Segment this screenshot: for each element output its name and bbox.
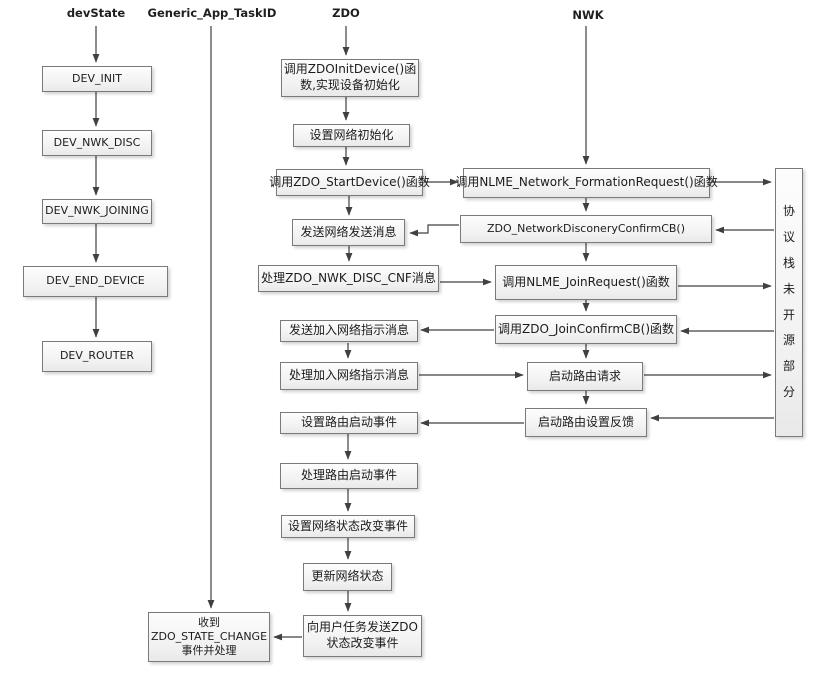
node-dev-nwk-disc: DEV_NWK_DISC — [42, 130, 152, 156]
node-set-router-start-event: 设置路由启动事件 — [280, 412, 418, 434]
lifeline-generic-app-taskid: Generic_App_TaskID — [147, 6, 277, 20]
note-protocol-stack-closed-source: 协 议 栈 未 开 源 部 分 — [775, 168, 803, 437]
node-send-zdo-state-change: 向用户任务发送ZDO 状态改变事件 — [303, 615, 422, 657]
node-send-join-indication: 发送加入网络指示消息 — [280, 320, 418, 342]
node-set-network-init: 设置网络初始化 — [293, 124, 410, 147]
node-call-zdo-join-confirm-cb: 调用ZDO_JoinConfirmCB()函数 — [495, 315, 677, 344]
node-call-nlme-join-request: 调用NLME_JoinRequest()函数 — [495, 265, 677, 300]
node-call-nlme-network-formation-request: 调用NLME_Network_FormationRequest()函数 — [455, 168, 718, 198]
lifeline-zdo: ZDO — [332, 6, 360, 20]
node-call-zdo-startdevice: 调用ZDO_StartDevice()函数 — [269, 169, 430, 196]
node-dev-end-device: DEV_END_DEVICE — [23, 266, 168, 297]
node-start-router-feedback: 启动路由设置反馈 — [525, 408, 647, 437]
node-dev-init: DEV_INIT — [42, 66, 152, 92]
lifeline-nwk: NWK — [572, 8, 604, 22]
node-handle-zdo-nwk-disc-cnf: 处理ZDO_NWK_DISC_CNF消息 — [258, 265, 439, 292]
node-dev-nwk-joining: DEV_NWK_JOINING — [42, 199, 152, 224]
node-send-network-msg: 发送网络发送消息 — [292, 219, 405, 246]
node-zdo-network-disconery-confirm-cb: ZDO_NetworkDisconeryConfirmCB() — [460, 215, 712, 243]
arrow-disconery-to-sendmsg — [409, 224, 459, 237]
node-receive-zdo-state-change: 收到 ZDO_STATE_CHANGE 事件并处理 — [148, 612, 270, 662]
node-start-router-request: 启动路由请求 — [527, 362, 643, 391]
node-dev-router: DEV_ROUTER — [42, 341, 152, 372]
node-call-zdoinitdevice: 调用ZDOInitDevice()函 数,实现设备初始化 — [281, 59, 419, 97]
node-handle-router-start-event: 处理路由启动事件 — [280, 463, 418, 489]
node-update-network-state: 更新网络状态 — [303, 563, 392, 591]
node-set-network-state-change-event: 设置网络状态改变事件 — [281, 515, 415, 538]
node-handle-join-indication: 处理加入网络指示消息 — [280, 362, 418, 390]
lifeline-devstate: devState — [66, 6, 126, 20]
